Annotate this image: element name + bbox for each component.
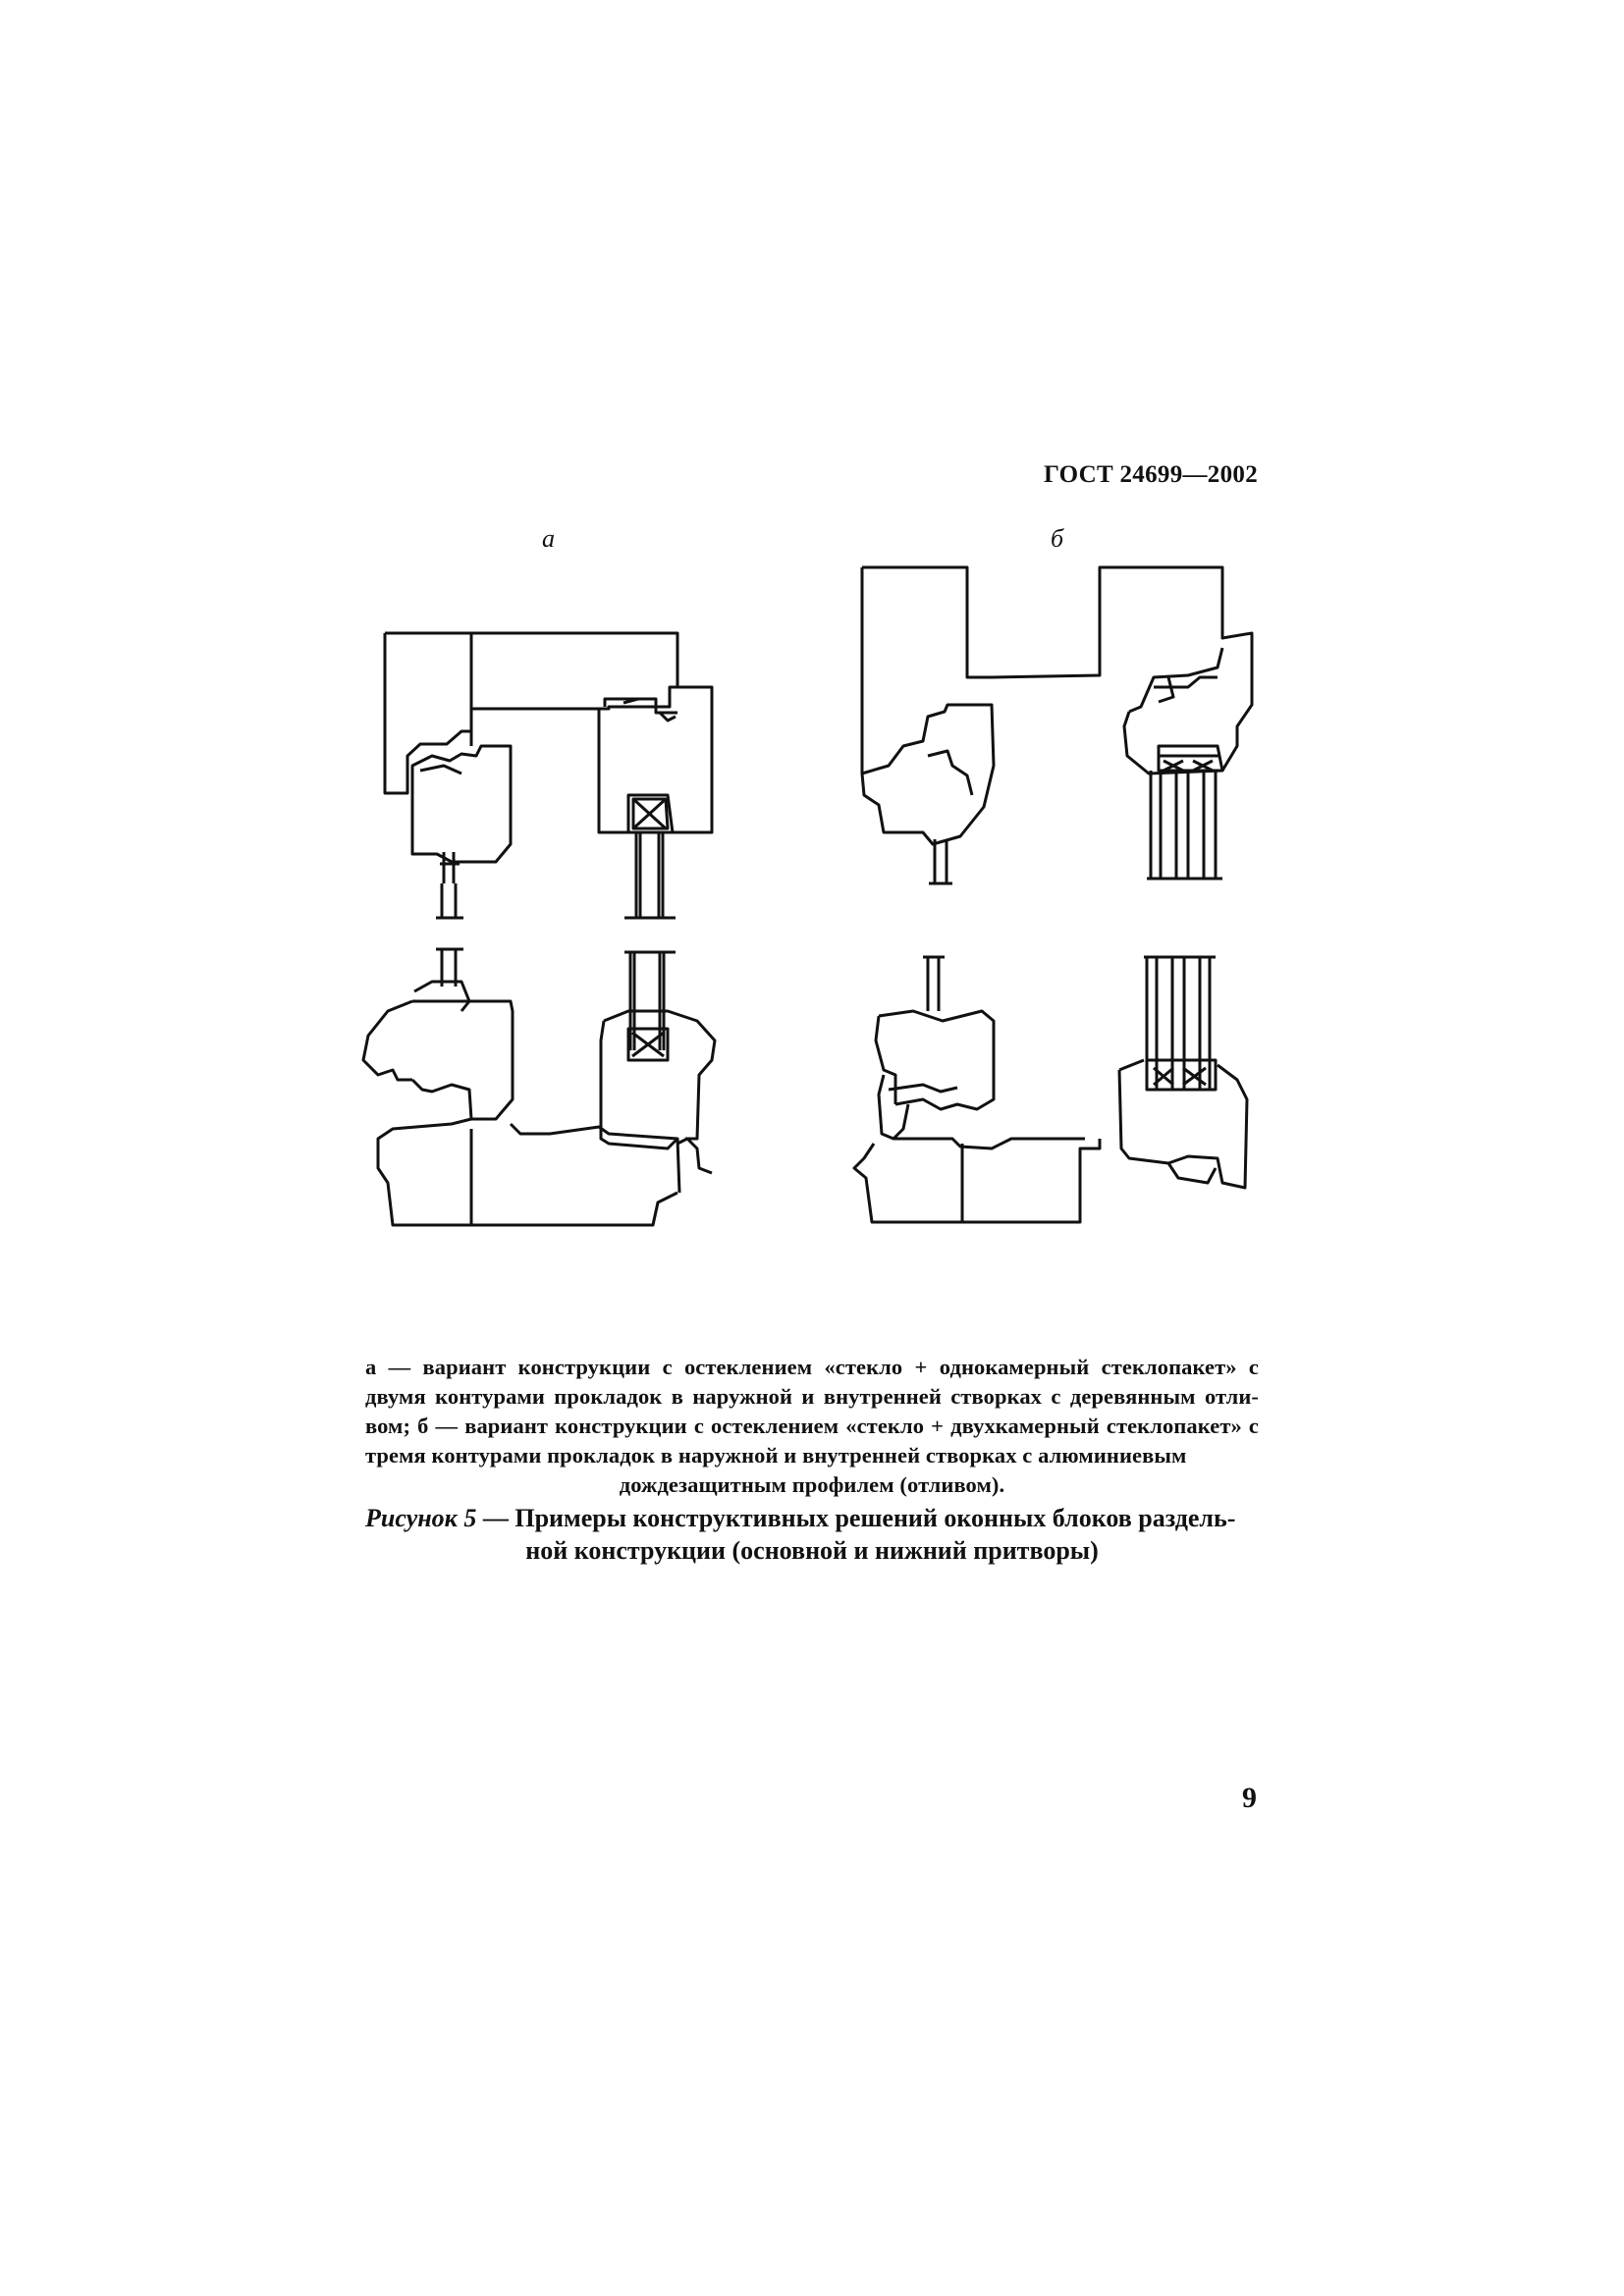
- section-a-bottom: [361, 947, 717, 1227]
- figure-title: Рисунок 5 — Примеры конструктивных решен…: [365, 1502, 1259, 1567]
- figure-label-a: а: [542, 524, 555, 553]
- figure-caption: а — вариант конструкции с остеклением «с…: [365, 1353, 1259, 1500]
- figure-label-b: б: [1051, 524, 1064, 553]
- section-b-bottom: [852, 955, 1249, 1224]
- figure-title-line2: ной конструкции (основной и нижний притв…: [525, 1536, 1099, 1565]
- section-a-top: [383, 631, 714, 920]
- figure-title-lead: Рисунок 5: [365, 1504, 477, 1532]
- section-b-top: [860, 565, 1254, 885]
- page-number: 9: [1242, 1782, 1257, 1814]
- figure-title-text: — Примеры конструктивных решений оконных…: [476, 1504, 1236, 1532]
- document-code: ГОСТ 24699—2002: [1043, 461, 1258, 488]
- caption-text-end: дождезащитным профилем (отливом).: [619, 1472, 1005, 1497]
- caption-text: а — вариант конструкции с остеклением «с…: [365, 1355, 1259, 1468]
